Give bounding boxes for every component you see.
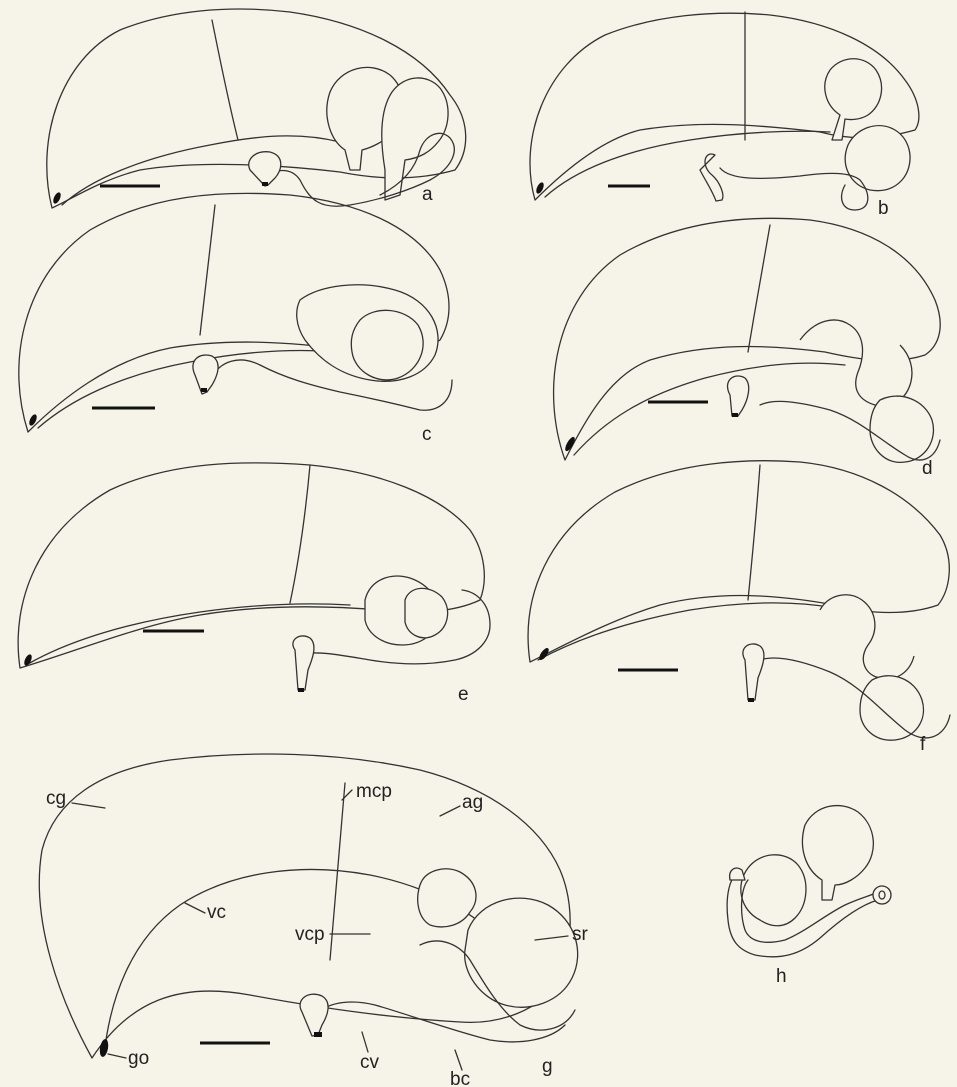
go-leader <box>108 1054 126 1058</box>
panel-label-e: e <box>458 684 469 705</box>
panel-e: e <box>18 463 490 705</box>
panel-label-a: a <box>422 184 433 205</box>
panel-c: c <box>19 193 452 445</box>
cv-leader <box>362 1032 368 1052</box>
annotation-mcp: mcp <box>356 781 392 802</box>
panel-label-f: f <box>920 734 926 755</box>
bc-leader <box>455 1050 462 1070</box>
panel-label-b: b <box>878 198 889 219</box>
annotation-sr: sr <box>572 924 589 945</box>
vc-leader <box>185 903 205 913</box>
cg-leader <box>72 803 105 808</box>
panel-g: mcp ag cg vc vcp sr go cv bc g <box>39 754 588 1087</box>
annotation-vcp: vcp <box>295 924 325 945</box>
panel-f: f <box>528 461 950 755</box>
panel-a: a <box>47 9 466 208</box>
panel-h: h <box>727 806 891 987</box>
annotation-go: go <box>128 1048 149 1069</box>
panel-b: b <box>530 12 919 219</box>
panel-label-g: g <box>542 1056 553 1077</box>
annotation-bc: bc <box>450 1069 470 1087</box>
panel-label-d: d <box>922 458 933 479</box>
panel-d: d <box>554 218 941 479</box>
ag-leader <box>440 806 460 816</box>
annotation-cg: cg <box>46 788 66 809</box>
annotation-cv: cv <box>360 1052 380 1073</box>
annotation-ag: ag <box>462 792 483 813</box>
panel-label-c: c <box>422 424 432 445</box>
panel-label-h: h <box>776 966 787 987</box>
annotation-vc: vc <box>207 902 226 923</box>
